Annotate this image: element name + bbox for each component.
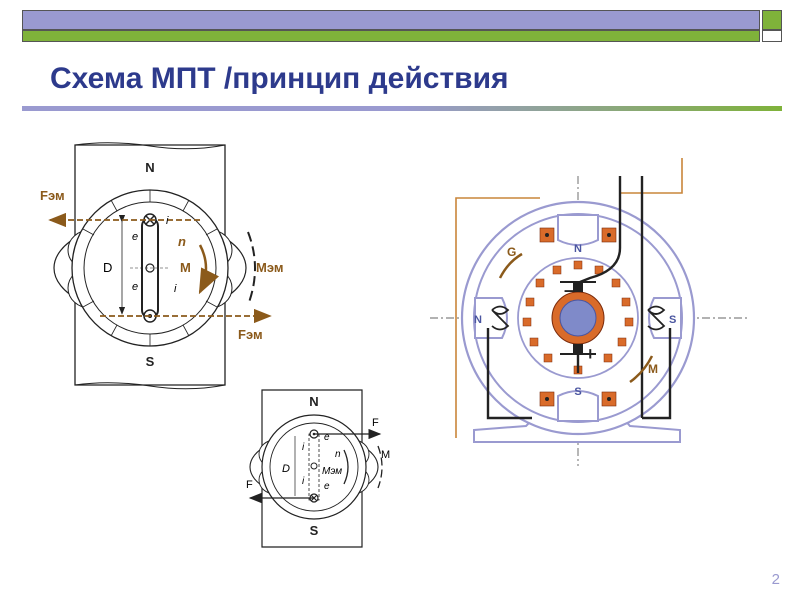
motor-mark: M: [648, 362, 658, 376]
rotation-m-label: M: [180, 260, 191, 275]
generator-mark: G: [507, 245, 516, 259]
small-pole-s-label: S: [310, 523, 319, 538]
right-pole-left-label: N: [474, 314, 482, 326]
small-moment-outer-label: M: [381, 449, 390, 461]
small-pole-n-label: N: [309, 394, 318, 409]
dc-machine-diagram-small: N S F F M Mэм n D e e i i: [246, 389, 390, 548]
page-number: 2: [771, 571, 780, 588]
right-pole-s-label: S: [574, 386, 581, 398]
current-top-label: i: [166, 215, 169, 227]
pole-n-label: N: [145, 160, 154, 175]
emf-bottom-label: e: [132, 281, 138, 293]
header-bar-top: [22, 10, 760, 30]
header-bar-bottom: [22, 30, 760, 42]
header-square-bottom: [762, 30, 782, 42]
current-bottom-label: i: [174, 283, 177, 295]
pole-s-label: S: [146, 354, 155, 369]
brush-plus-label: +: [585, 344, 596, 364]
rotation-n-label: n: [178, 234, 186, 249]
emf-top-label: e: [132, 231, 138, 243]
header-square-top: [762, 10, 782, 30]
moment-label: Mэм: [256, 260, 283, 275]
small-diameter-label: D: [282, 463, 290, 475]
force-top-label: Fэм: [40, 188, 65, 203]
small-current-top-label: i: [302, 442, 305, 453]
dc-machine-diagram-large: N S Fэм Fэм Mэм n M D e e i i: [40, 142, 283, 390]
force-bottom-label: Fэм: [238, 327, 263, 342]
small-moment-inner-label: Mэм: [322, 466, 342, 477]
small-emf-bottom-label: e: [324, 481, 330, 492]
small-force-top-label: F: [372, 417, 379, 429]
small-rotation-n-label: n: [335, 449, 341, 460]
title-underline: [22, 106, 782, 111]
brush-minus-label: –: [564, 280, 574, 300]
small-current-bottom-label: i: [302, 476, 305, 487]
dc-machine-cross-section: N S N S G M – +: [430, 158, 748, 466]
diameter-label: D: [103, 260, 112, 275]
page-title: Схема МПТ /принцип действия: [50, 62, 509, 95]
right-pole-n-label: N: [574, 243, 582, 255]
right-pole-right-label: S: [669, 314, 676, 326]
small-emf-top-label: e: [324, 432, 330, 443]
small-force-bottom-label: F: [246, 479, 253, 491]
